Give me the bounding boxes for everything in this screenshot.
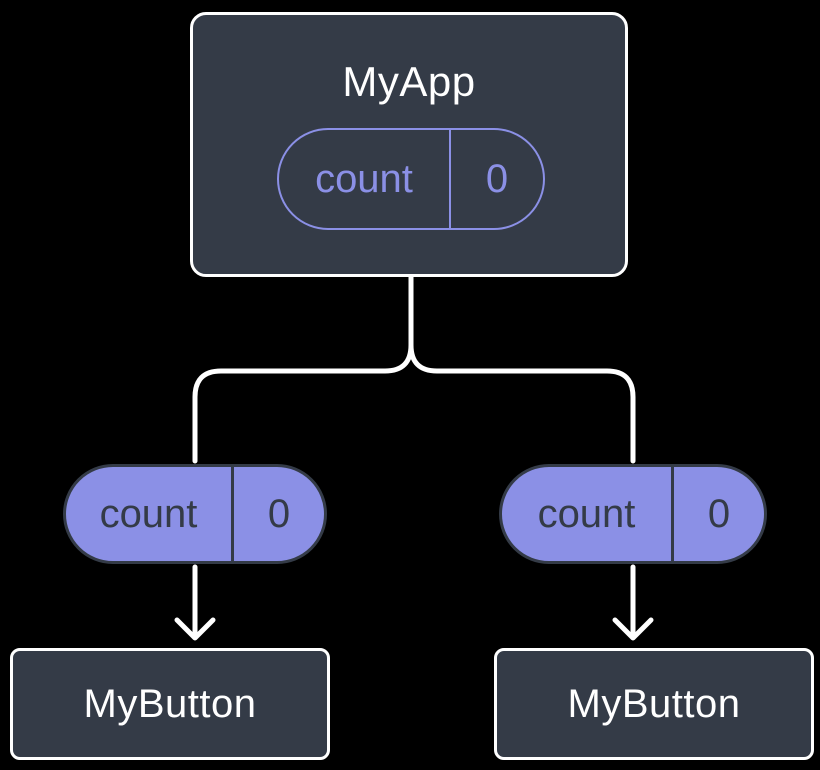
myapp-component-box: MyApp count 0 xyxy=(190,12,628,277)
right-prop-value: 0 xyxy=(671,467,764,561)
root-state-pill: count 0 xyxy=(277,128,545,230)
right-prop-name: count xyxy=(537,492,636,536)
myapp-title: MyApp xyxy=(342,58,476,105)
left-prop-name: count xyxy=(99,492,198,536)
left-prop-pill: count 0 xyxy=(63,464,327,564)
right-mybutton-title: MyButton xyxy=(567,681,741,726)
arrow-right-pill-to-button xyxy=(612,564,654,641)
connector-root-to-right-pill xyxy=(408,274,636,464)
right-prop-pill: count 0 xyxy=(499,464,767,564)
left-mybutton-title: MyButton xyxy=(83,681,257,726)
root-state-value: 0 xyxy=(449,130,543,228)
left-prop-value: 0 xyxy=(231,467,324,561)
right-mybutton-component-box: MyButton xyxy=(494,648,814,760)
arrow-left-pill-to-button xyxy=(174,564,216,641)
root-state-name: count xyxy=(315,157,413,201)
left-mybutton-component-box: MyButton xyxy=(10,648,330,760)
connector-root-to-left-pill xyxy=(192,274,414,464)
